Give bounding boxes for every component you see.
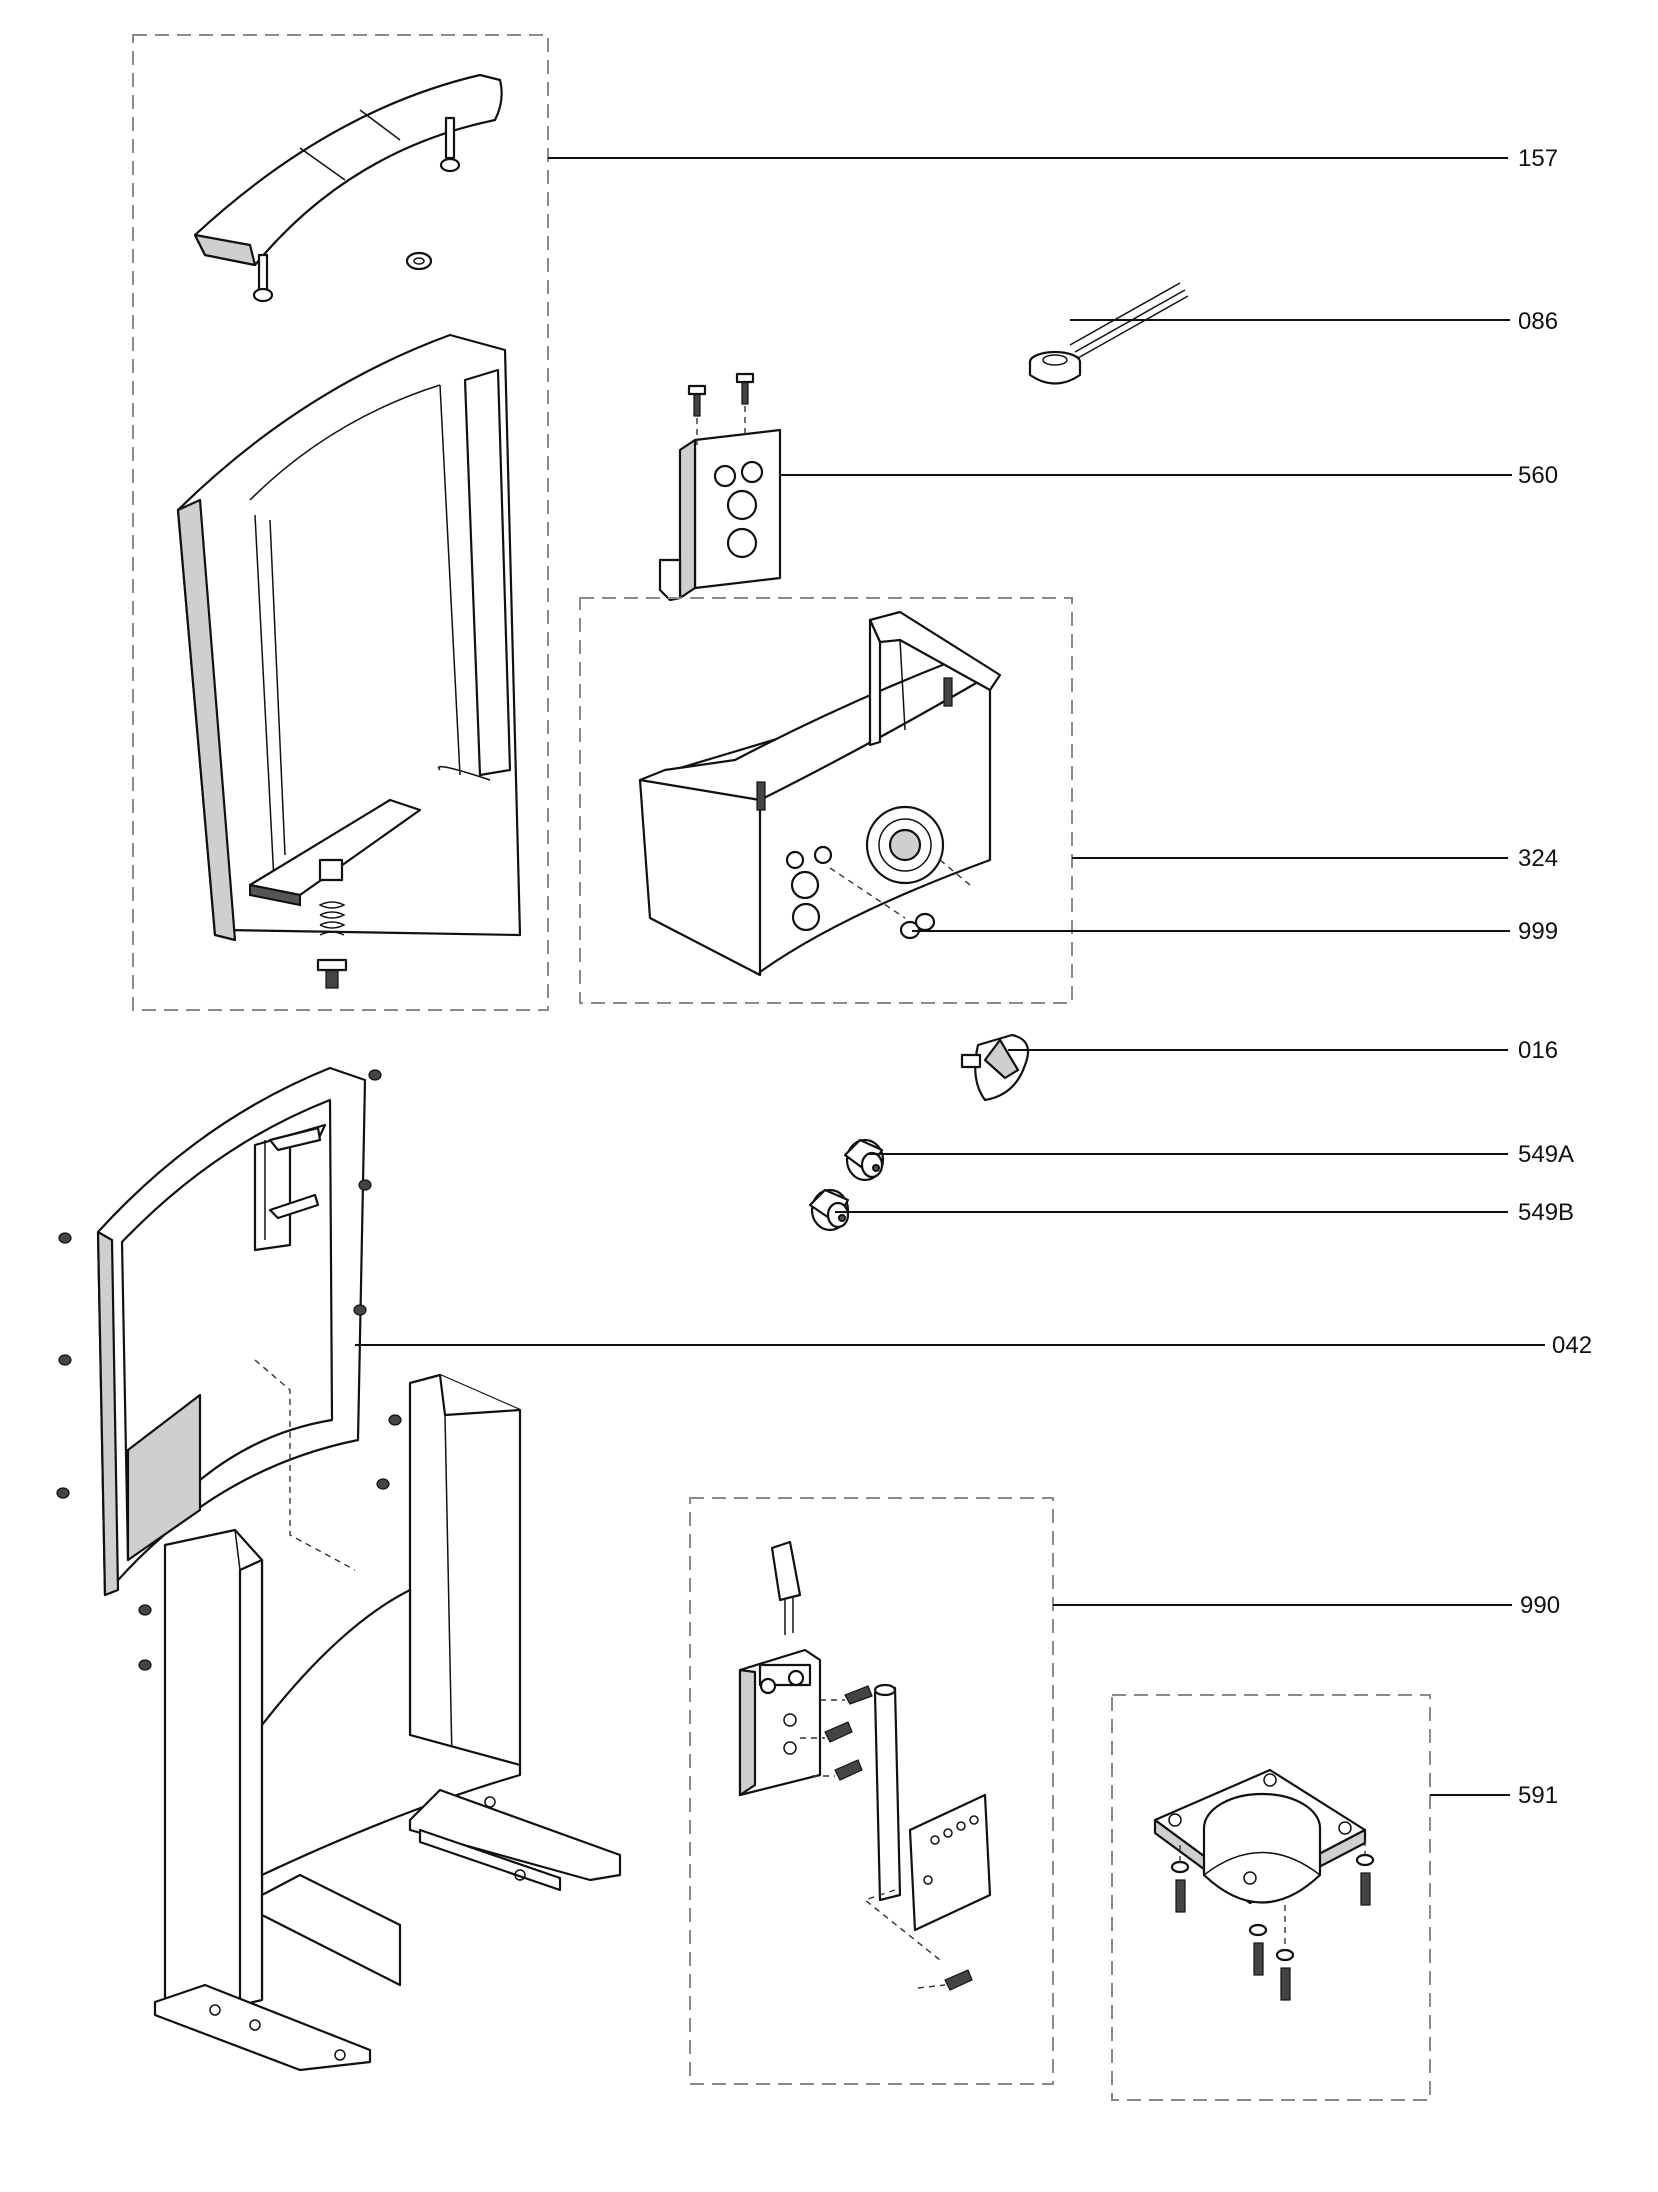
pedal-and-spring [248, 798, 422, 989]
leader-lines [355, 157, 1545, 1796]
label-086: 086 [1518, 308, 1558, 335]
label-549a: 549A [1518, 1141, 1574, 1168]
rear-panel [176, 333, 522, 942]
label-999: 999 [1518, 918, 1558, 945]
label-549b: 549B [1518, 1199, 1574, 1226]
assembly-324-box [579, 597, 1073, 1004]
circuit-board [863, 1793, 992, 1991]
part-086-probe [1028, 282, 1189, 385]
label-990: 990 [1520, 1592, 1560, 1619]
assembly-591-box [1111, 1694, 1431, 2101]
lower-chassis [153, 1373, 622, 2072]
label-016: 016 [1518, 1037, 1558, 1064]
label-324: 324 [1518, 845, 1558, 872]
label-157: 157 [1518, 145, 1558, 172]
part-labels: 157 086 560 324 999 016 549A 549B 042 99… [1518, 145, 1592, 1809]
frame-screws [56, 1069, 402, 1671]
top-cap [193, 73, 503, 303]
label-042: 042 [1552, 1332, 1592, 1359]
assembly-157 [132, 34, 549, 1011]
capacitor [770, 1540, 802, 1635]
part-549a-light [843, 1138, 885, 1182]
part-042-front-frame [56, 1066, 402, 1671]
label-560: 560 [1518, 462, 1558, 489]
label-591: 591 [1518, 1782, 1558, 1809]
assembly-990 [689, 1497, 1054, 2085]
flange-screws [1170, 1840, 1375, 2001]
assembly-591 [1111, 1694, 1431, 2101]
assembly-990-box [689, 1497, 1054, 2085]
part-560-bracket [658, 372, 782, 602]
bracket-screws [800, 1685, 873, 1781]
tube [873, 1683, 902, 1902]
part-016-knob [960, 1033, 1030, 1102]
assembly-157-box [132, 34, 549, 1011]
assembly-324 [579, 597, 1073, 1004]
part-549b-light [808, 1188, 850, 1232]
terminal-bracket [738, 1648, 822, 1797]
